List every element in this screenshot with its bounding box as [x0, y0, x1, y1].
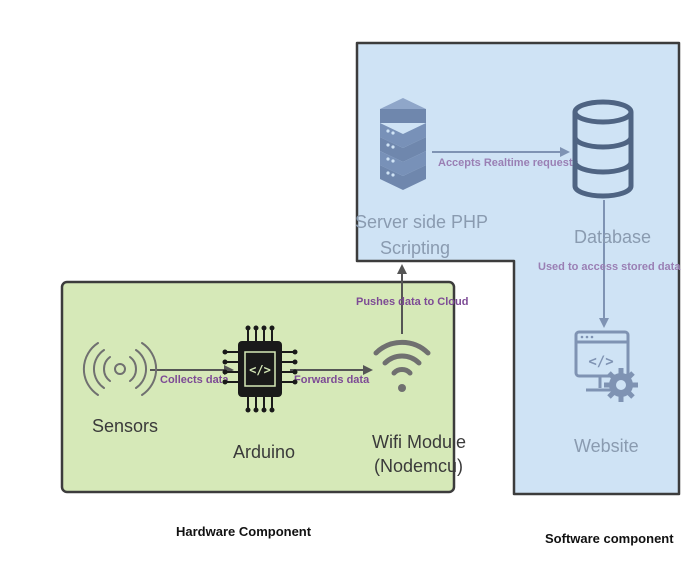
- chip-icon: </>: [222, 325, 298, 413]
- edge-label-used: Used to access stored data: [538, 261, 681, 273]
- server-label-line2: Scripting: [380, 238, 450, 258]
- database-label: Database: [574, 227, 651, 247]
- sensor-icon: [82, 342, 158, 396]
- software-caption: Software component: [545, 531, 674, 546]
- server-icon: [380, 98, 426, 190]
- database-icon: [572, 99, 634, 199]
- gear-icon: [604, 368, 638, 402]
- website-label: Website: [574, 436, 639, 456]
- hardware-caption: Hardware Component: [176, 524, 312, 539]
- wifi-label-line1: Wifi Module: [372, 432, 466, 452]
- edge-label-forwards: Forwards data: [294, 374, 370, 386]
- edge-label-accepts: Accepts Realtime requests: [438, 157, 579, 169]
- sensors-label: Sensors: [92, 416, 158, 436]
- svg-text:</>: </>: [249, 363, 271, 377]
- wifi-icon: [373, 339, 431, 392]
- wifi-label-line2: (Nodemcu): [374, 456, 463, 476]
- website-icon: </>: [574, 330, 630, 392]
- server-label-line1: Server side PHP: [355, 212, 488, 232]
- edge-label-collects: Collects data: [160, 374, 229, 386]
- svg-text:</>: </>: [588, 354, 613, 370]
- edge-label-pushes: Pushes data to Cloud: [356, 296, 468, 308]
- arduino-label: Arduino: [233, 442, 295, 462]
